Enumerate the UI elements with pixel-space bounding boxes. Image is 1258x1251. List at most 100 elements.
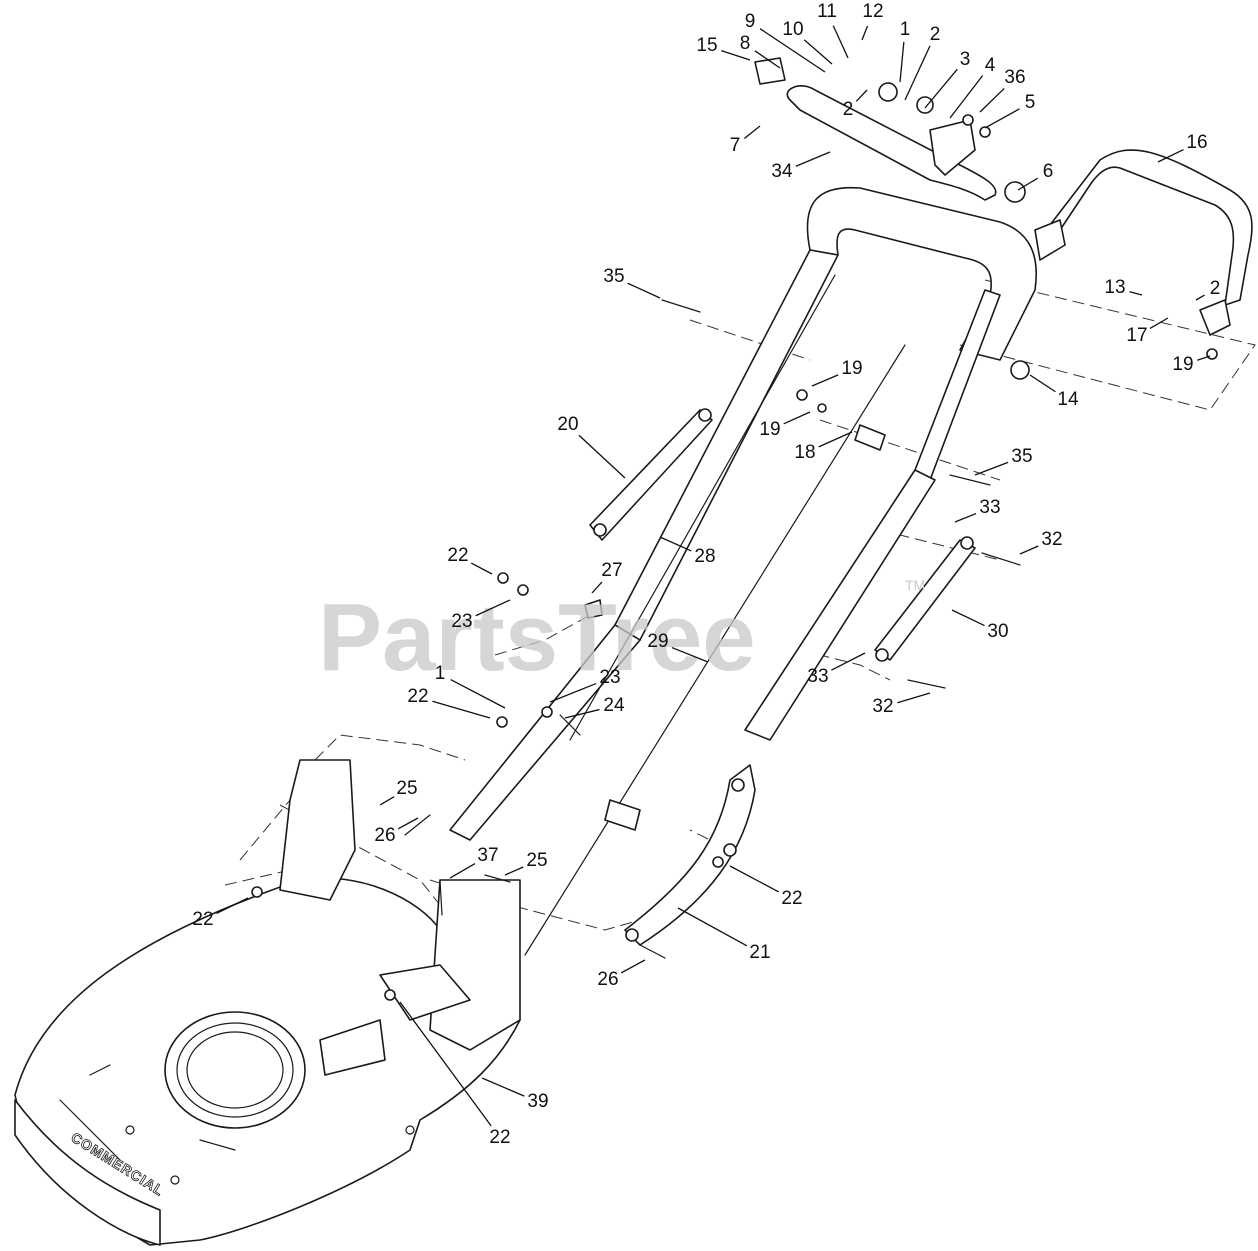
callout-33: 33 (807, 652, 866, 687)
callout-label: 25 (396, 778, 417, 799)
callout-26: 26 (597, 959, 646, 990)
callout-6: 6 (1017, 161, 1054, 191)
callout-label: 30 (987, 621, 1008, 642)
callout-label: 28 (694, 546, 715, 567)
callout-leader (754, 50, 781, 69)
hardware (251, 299, 1218, 1001)
callout-19: 19 (811, 358, 863, 387)
rear-bail (1010, 149, 1253, 380)
callout-leader (783, 411, 811, 425)
callout-1: 1 (435, 663, 506, 709)
callout-label: 33 (979, 497, 1000, 518)
callout-17: 17 (1126, 317, 1169, 346)
callout-leader (803, 39, 833, 65)
callout-leader (861, 25, 869, 41)
callout-leader (811, 374, 839, 387)
callout-19: 19 (1172, 354, 1211, 375)
callout-label: 25 (526, 850, 547, 871)
callout-23: 23 (549, 667, 621, 703)
callout-leader (397, 817, 419, 830)
callout-label: 12 (862, 1, 883, 22)
callout-leader (974, 461, 1009, 476)
callout-leader (475, 599, 511, 617)
callout-leader (832, 25, 849, 59)
callout-9: 9 (745, 11, 826, 73)
callout-label: 23 (599, 667, 620, 688)
callout-2: 2 (904, 24, 941, 101)
callout-28: 28 (659, 536, 716, 567)
callout-leader (954, 512, 977, 523)
callout-label: 9 (745, 11, 756, 32)
callout-leader (1149, 317, 1169, 330)
callout-label: 19 (841, 358, 862, 379)
watermark-trademark: TM (905, 577, 925, 593)
callout-leader (795, 151, 831, 167)
callout-32: 32 (1019, 529, 1063, 555)
callout-37: 37 (449, 845, 499, 879)
callout-label: 8 (740, 33, 751, 54)
callout-label: 27 (601, 560, 622, 581)
callout-leader (1029, 374, 1056, 393)
callout-14: 14 (1029, 374, 1079, 410)
callout-leader (897, 692, 931, 704)
callout-label: 32 (1041, 529, 1062, 550)
callout-20: 20 (557, 414, 626, 479)
callout-24: 24 (564, 695, 625, 719)
callout-label: 1 (435, 663, 446, 684)
callout-label: 22 (407, 686, 428, 707)
callout-leader (216, 897, 249, 914)
callout-leader (1019, 545, 1039, 555)
callout-leader (743, 125, 761, 140)
callout-15: 15 (696, 35, 751, 61)
callout-leader (831, 652, 866, 671)
callout-label: 23 (451, 611, 472, 632)
callout-label: 13 (1104, 277, 1125, 298)
callout-23: 23 (451, 599, 511, 632)
callout-leader (399, 1001, 492, 1127)
callout-label: 21 (749, 942, 770, 963)
callout-label: 39 (527, 1091, 548, 1112)
callout-leader (504, 866, 524, 876)
callout-10: 10 (782, 19, 833, 65)
callout-leader (470, 562, 493, 575)
callout-2: 2 (843, 89, 868, 120)
callout-22: 22 (447, 545, 493, 575)
callout-8: 8 (740, 33, 781, 69)
callout-13: 13 (1104, 277, 1143, 298)
callout-36: 36 (979, 67, 1026, 113)
callout-label: 10 (782, 19, 803, 40)
callout-label: 22 (781, 888, 802, 909)
callout-11: 11 (817, 1, 849, 59)
callout-leader (924, 68, 958, 109)
callout-22: 22 (192, 897, 249, 930)
callout-label: 2 (930, 24, 941, 45)
callout-label: 34 (771, 161, 793, 182)
callout-leader (899, 41, 905, 83)
callout-label: 15 (696, 35, 717, 56)
callout-label: 22 (489, 1127, 510, 1148)
callout-leader (432, 700, 491, 719)
callout-label: 33 (807, 666, 828, 687)
callout-leader (379, 796, 395, 806)
main-handle (449, 186, 1037, 841)
callout-leader (818, 431, 853, 448)
callout-label: 19 (1172, 354, 1193, 375)
callout-2: 2 (1195, 278, 1220, 301)
callout-label: 17 (1126, 325, 1147, 346)
callout-label: 6 (1043, 161, 1054, 182)
callout-leader (1195, 294, 1205, 301)
callout-label: 20 (557, 414, 578, 435)
callout-25: 25 (504, 850, 548, 876)
callout-label: 22 (447, 545, 468, 566)
callout-leader (1017, 177, 1039, 191)
watermark: PartsTree TM (318, 577, 925, 691)
callout-16: 16 (1157, 132, 1208, 163)
callout-label: 16 (1186, 132, 1207, 153)
callout-35: 35 (603, 266, 661, 299)
callout-27: 27 (591, 560, 623, 594)
callout-label: 2 (843, 99, 854, 120)
callout-label: 5 (1025, 92, 1036, 113)
callout-12: 12 (861, 1, 884, 41)
